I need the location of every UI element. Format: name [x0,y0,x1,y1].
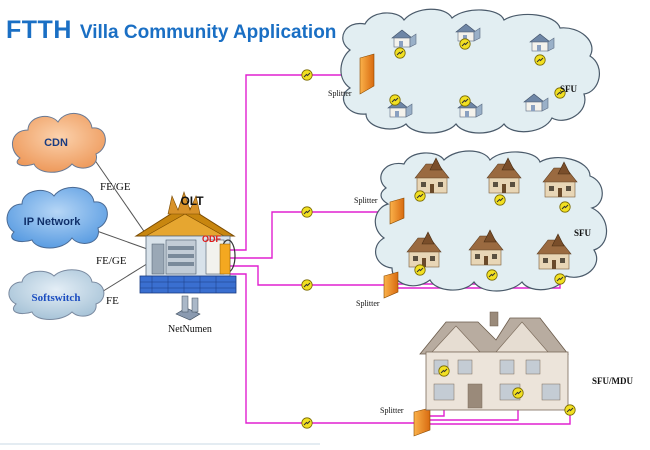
site-label-top: SFU [560,84,578,94]
ip-network-label: IP Network [24,216,82,228]
softswitch-label: Softswitch [32,292,81,304]
splitter-label-middle-2: Splitter [356,299,380,308]
odf-label: ODF [202,234,222,244]
splitter-middle-1 [389,197,405,225]
title-ftth: FTTH [6,16,72,44]
ip-network-cloud [6,187,108,249]
splitter-label-top: Splitter [328,89,352,98]
splitter-middle-2 [383,271,399,299]
splitter-label-middle-1: Splitter [354,196,378,205]
splitter-bottom [413,407,431,437]
ip-link-label: FE/GE [96,255,127,267]
olt-building [134,191,237,294]
softswitch-cloud [8,269,105,320]
netnumen-label: NetNumen [168,324,212,335]
server-icon [175,295,201,321]
mansion-icon [419,311,569,411]
softswitch-link-label: FE [106,295,119,307]
cdn-link-label: FE/GE [100,181,131,193]
page-title: FTTH Villa Community Application [6,16,336,45]
cdn-cloud [12,113,106,173]
splitter-label-bottom: Splitter [380,406,404,415]
cdn-label: CDN [44,137,68,149]
olt-label: OLT [180,194,204,208]
splitter-top [359,53,375,95]
site-label-middle: SFU [574,228,592,238]
site-label-bottom: SFU/MDU [592,376,633,386]
title-subtitle: Villa Community Application [79,22,337,43]
